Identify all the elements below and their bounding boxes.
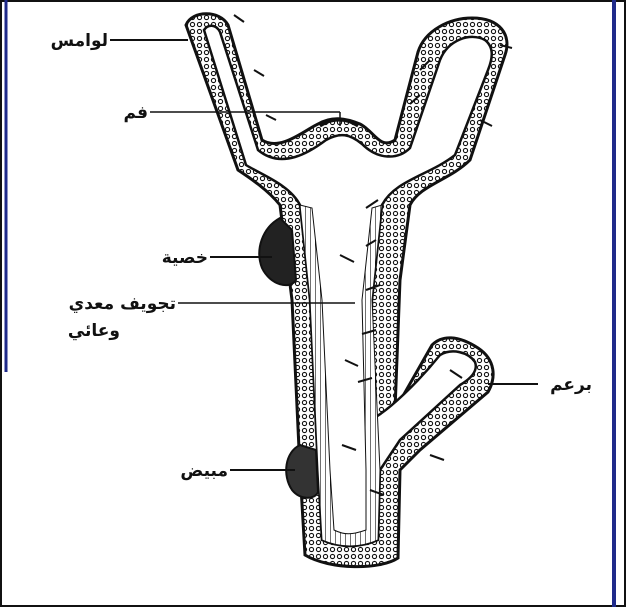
ovary-organ [286, 445, 318, 498]
svg-text:فم: فم [124, 103, 148, 123]
svg-text:تجويف معدي: تجويف معدي [69, 294, 176, 314]
svg-text:خصية: خصية [162, 248, 208, 268]
svg-text:وعائي: وعائي [68, 321, 120, 341]
svg-text:برعم: برعم [550, 375, 592, 395]
svg-text:لوامس: لوامس [51, 31, 108, 51]
svg-text:مبيض: مبيض [180, 461, 228, 481]
